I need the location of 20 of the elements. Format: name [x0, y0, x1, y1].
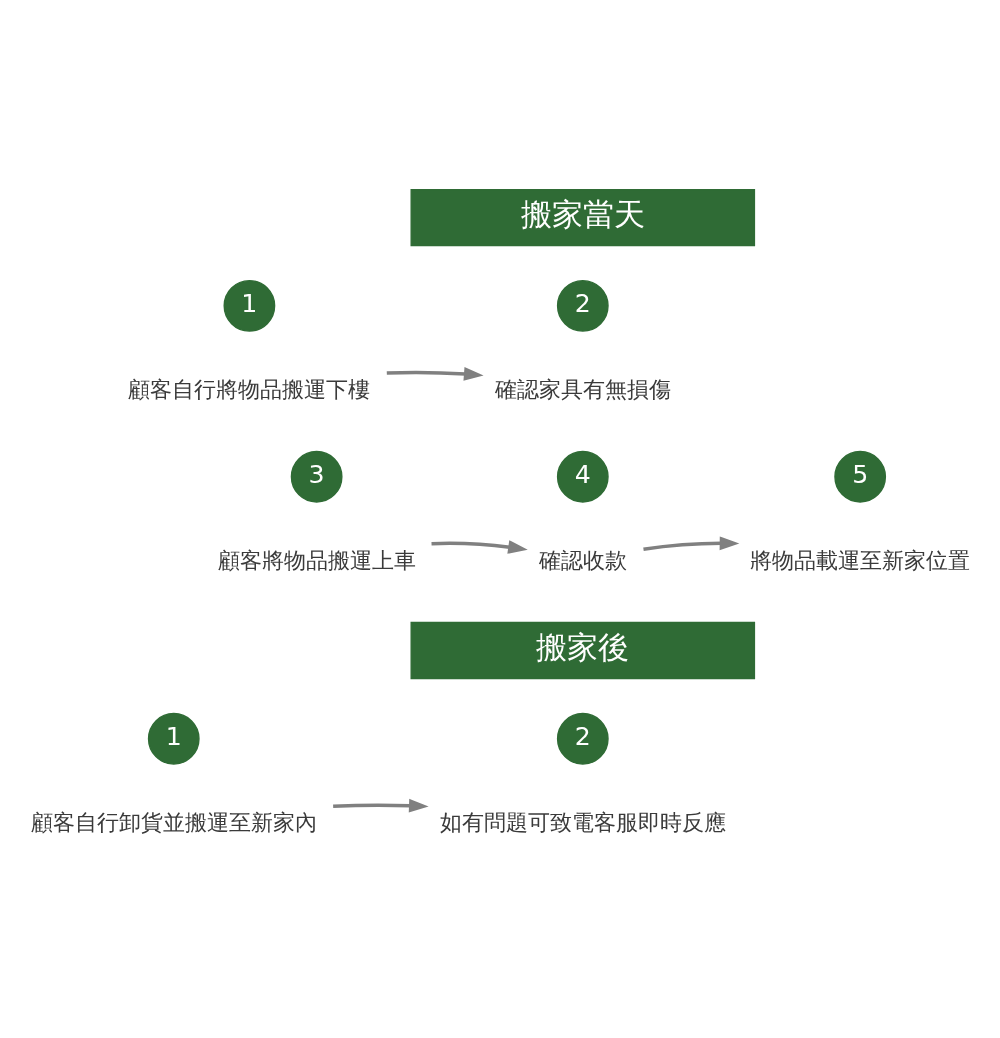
node-text: 如有問題可致電客服即時反應 [439, 808, 726, 834]
node-text: 顧客自行卸貨並搬運至新家內 [30, 808, 317, 834]
node-circle: 2 [556, 279, 609, 332]
arrow [386, 366, 484, 381]
node-text: 顧客將物品搬運上車 [217, 546, 416, 573]
node-text: 確認收款 [538, 546, 627, 573]
node-circle: 1 [223, 279, 275, 332]
node-text: 確認家具有無損傷 [494, 375, 671, 402]
node-circle: 3 [290, 450, 343, 503]
node-box: 搬家後 [410, 621, 755, 679]
node-circle: 4 [556, 450, 609, 503]
arrow [332, 798, 429, 813]
arrow [430, 539, 528, 554]
node-text: 將物品載運至新家位置 [749, 546, 970, 573]
node-circle: 5 [833, 450, 886, 503]
arrow [642, 535, 739, 551]
node-box: 搬家當天 [410, 188, 755, 246]
node-circle: 1 [147, 712, 200, 765]
node-text: 顧客自行將物品搬運下樓 [127, 375, 370, 402]
node-circle: 2 [556, 712, 609, 765]
